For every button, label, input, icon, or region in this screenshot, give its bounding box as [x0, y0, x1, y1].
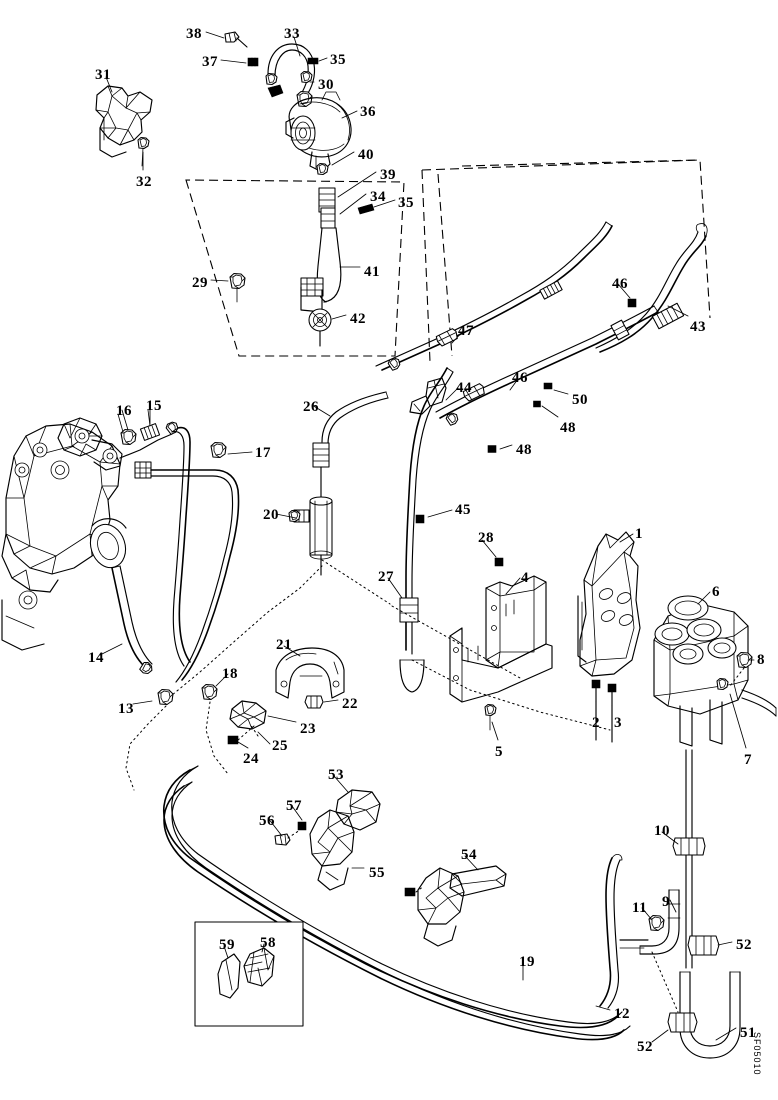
- callout-3: 3: [614, 715, 622, 731]
- callout-8: 8: [757, 652, 765, 668]
- callout-34: 34: [370, 189, 386, 205]
- callout-36: 36: [360, 104, 376, 120]
- callout-22: 22: [342, 696, 358, 712]
- group-bracket-31: [95, 85, 153, 167]
- callout-11: 11: [632, 900, 648, 916]
- callout-38: 38: [186, 26, 202, 42]
- sheet-code: SF05010: [752, 1032, 762, 1076]
- callout-10: 10: [654, 823, 670, 839]
- callout-20: 20: [263, 507, 279, 523]
- callout-47: 47: [458, 323, 474, 339]
- callout-37: 37: [202, 54, 218, 70]
- callout-9: 9: [662, 894, 670, 910]
- callout-52: 52: [637, 1039, 653, 1055]
- callout-5: 5: [495, 744, 503, 760]
- inset-box: [194, 921, 304, 1027]
- callout-6: 6: [712, 584, 720, 600]
- callout-55: 55: [369, 865, 385, 881]
- callout-31: 31: [95, 67, 111, 83]
- callout-33: 33: [284, 26, 300, 42]
- group-alternator-36: [224, 31, 352, 173]
- group-hose-41: [229, 162, 375, 347]
- callout-14: 14: [88, 650, 104, 666]
- callout-32: 32: [136, 174, 152, 190]
- callout-50: 50: [572, 392, 588, 408]
- group-hose-47: [375, 221, 613, 372]
- callout-48: 48: [516, 442, 532, 458]
- callout-44: 44: [456, 380, 472, 396]
- callout-23: 23: [300, 721, 316, 737]
- callout-16: 16: [116, 403, 132, 419]
- callout-46: 46: [512, 370, 528, 386]
- group-pump-assembly: [1, 417, 152, 651]
- callout-13: 13: [118, 701, 134, 717]
- callout-54: 54: [461, 847, 477, 863]
- callout-7: 7: [744, 752, 752, 768]
- callout-48: 48: [560, 420, 576, 436]
- callout-39: 39: [380, 167, 396, 183]
- callout-57: 57: [286, 798, 302, 814]
- group-center-lines: [165, 367, 611, 731]
- callout-52: 52: [736, 937, 752, 953]
- group-valve-block: [653, 595, 777, 747]
- callout-19: 19: [519, 954, 535, 970]
- group-left-hoses: [111, 409, 631, 1041]
- group-bracket-1: [577, 531, 641, 743]
- group-bottom-right-tubes: [619, 749, 741, 1059]
- callout-12: 12: [614, 1006, 630, 1022]
- group-bracket-4-5: [449, 575, 553, 731]
- callout-27: 27: [378, 569, 394, 585]
- callout-53: 53: [328, 767, 344, 783]
- callout-41: 41: [364, 264, 380, 280]
- callout-45: 45: [455, 502, 471, 518]
- group-bracket-21: [227, 647, 345, 745]
- callout-35: 35: [330, 52, 346, 68]
- callout-4: 4: [521, 570, 529, 586]
- callout-30: 30: [318, 77, 334, 93]
- callout-15: 15: [146, 398, 162, 414]
- callout-21: 21: [276, 637, 292, 653]
- callout-42: 42: [350, 311, 366, 327]
- callout-35: 35: [398, 195, 414, 211]
- group-bracket-54: [404, 865, 507, 947]
- callout-29: 29: [192, 275, 208, 291]
- callout-43: 43: [690, 319, 706, 335]
- callout-2: 2: [592, 715, 600, 731]
- callout-46: 46: [612, 276, 628, 292]
- callout-18: 18: [222, 666, 238, 682]
- callout-28: 28: [478, 530, 494, 546]
- callout-17: 17: [255, 445, 271, 461]
- callout-1: 1: [635, 526, 643, 542]
- callout-24: 24: [243, 751, 259, 767]
- callout-59: 59: [219, 937, 235, 953]
- callout-51: 51: [740, 1025, 756, 1041]
- callout-25: 25: [272, 738, 288, 754]
- leader-lines: [99, 31, 755, 1043]
- callout-58: 58: [260, 935, 276, 951]
- dashed-boundaries: [185, 159, 711, 363]
- group-bracket-53-55: [274, 789, 381, 891]
- callout-26: 26: [303, 399, 319, 415]
- callout-56: 56: [259, 813, 275, 829]
- callout-40: 40: [358, 147, 374, 163]
